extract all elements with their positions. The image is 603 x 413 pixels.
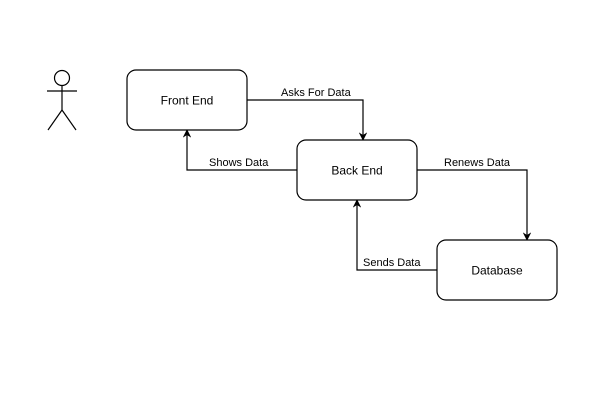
edge-renews-data-label: Renews Data bbox=[444, 157, 511, 169]
node-back-end[interactable]: Back End bbox=[296, 139, 418, 201]
node-database-label: Database bbox=[471, 264, 523, 278]
actor-head bbox=[53, 69, 71, 87]
edge-sends-data[interactable]: Sends Data bbox=[352, 199, 437, 271]
node-front-end-box bbox=[126, 69, 248, 131]
actor-figure[interactable] bbox=[47, 69, 77, 131]
node-front-end[interactable]: Front End bbox=[126, 69, 248, 131]
node-database-box bbox=[436, 239, 558, 301]
edge-renews-data[interactable]: Renews Data bbox=[417, 157, 532, 241]
edge-asks-for-data-label: Asks For Data bbox=[281, 87, 352, 99]
edge-shows-data-label: Shows Data bbox=[209, 157, 269, 169]
edge-sends-data-line bbox=[352, 199, 437, 271]
edge-renews-data-line bbox=[417, 169, 532, 241]
node-back-end-box bbox=[296, 139, 418, 201]
edge-sends-data-label: Sends Data bbox=[363, 257, 421, 269]
edge-shows-data-line bbox=[182, 129, 297, 171]
edge-shows-data[interactable]: Shows Data bbox=[182, 129, 297, 171]
edge-asks-for-data[interactable]: Asks For Data bbox=[247, 87, 368, 141]
actor-left-leg bbox=[47, 109, 63, 131]
node-database[interactable]: Database bbox=[436, 239, 558, 301]
edge-asks-for-data-line bbox=[247, 99, 368, 141]
node-front-end-label: Front End bbox=[161, 94, 214, 108]
node-back-end-label: Back End bbox=[331, 164, 382, 178]
actor-right-leg bbox=[61, 109, 77, 131]
